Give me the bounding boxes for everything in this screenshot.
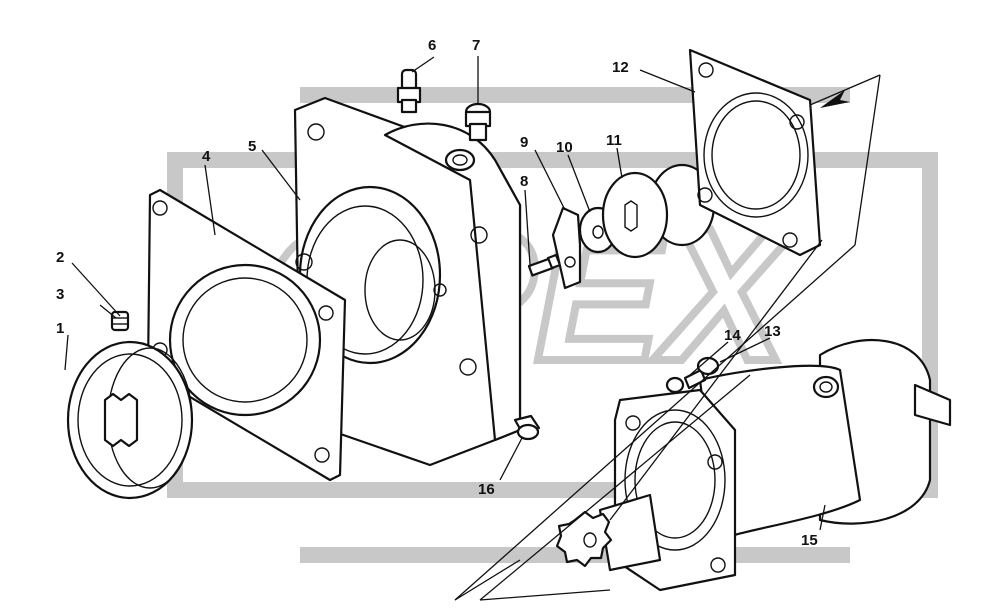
part-4-gasket: [146, 188, 347, 482]
callout-10: 10: [556, 139, 573, 156]
part-12-gasket: [688, 48, 822, 257]
part-2-screw: [110, 310, 130, 332]
part-6-fitting: [396, 68, 422, 114]
callout-3: 3: [56, 286, 64, 303]
part-11-splined-gear: [601, 163, 716, 259]
callout-5: 5: [248, 138, 256, 155]
callout-leaders: [64, 56, 826, 531]
callout-13: 13: [764, 323, 781, 340]
callout-6: 6: [428, 37, 436, 54]
arrow-icon: [820, 90, 850, 108]
part-1-gear: [66, 340, 194, 500]
callout-4: 4: [202, 148, 211, 165]
part-15-hydraulic-motor: [555, 338, 952, 592]
callout-14: 14: [724, 327, 741, 344]
callout-11: 11: [606, 132, 622, 149]
callout-8: 8: [520, 173, 528, 190]
callout-labels: 1 2 3 4 5 6 7 8 9 10 11 12 13 14 15 16: [56, 37, 818, 549]
part-7-plug: [464, 102, 492, 142]
callout-7: 7: [472, 37, 480, 54]
callout-1: 1: [56, 320, 64, 337]
part-14-bolt: [683, 356, 720, 390]
callout-15: 15: [801, 532, 818, 549]
callout-16: 16: [478, 481, 495, 498]
callout-9: 9: [520, 134, 528, 151]
part-16-drain-plug: [513, 414, 541, 441]
assembly-lines: [454, 74, 881, 601]
callout-2: 2: [56, 249, 64, 266]
part-13-washer: [665, 376, 685, 394]
part-9-lock-plate: [551, 206, 582, 290]
callout-12: 12: [612, 59, 629, 76]
